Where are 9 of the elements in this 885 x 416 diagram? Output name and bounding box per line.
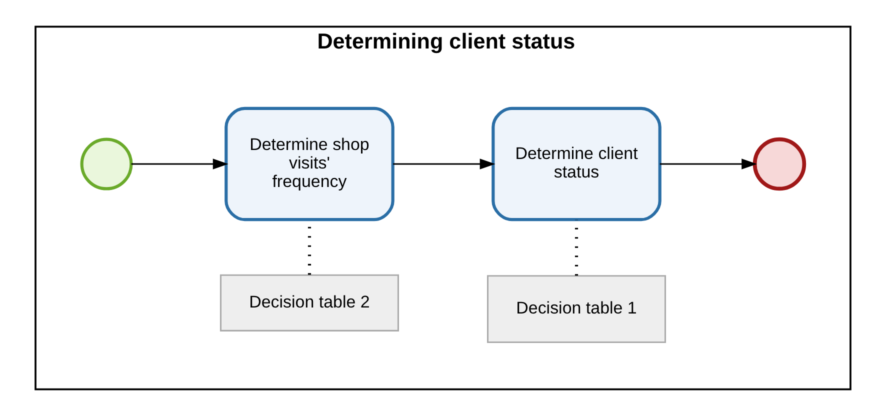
node-box: Decision table 2 — [219, 274, 399, 332]
node-box: Determine client status — [491, 106, 661, 222]
node-box: Decision table 1 — [486, 275, 666, 344]
node-circle — [752, 137, 806, 191]
node-box: Determine shop visits' frequency — [224, 106, 394, 222]
arrow — [392, 158, 495, 170]
arrow — [130, 158, 228, 170]
node-circle — [80, 138, 132, 190]
arrow — [659, 158, 757, 170]
